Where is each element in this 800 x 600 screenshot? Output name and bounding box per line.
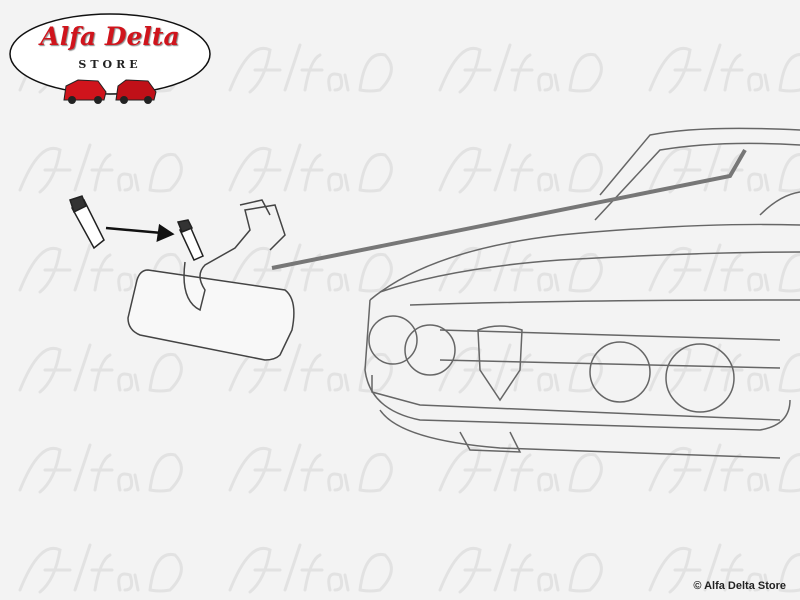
logo-title: Alfa Delta xyxy=(40,22,180,51)
store-logo[interactable]: Alfa Delta STORE xyxy=(8,8,212,104)
car-icon xyxy=(63,79,157,104)
copyright-notice: © Alfa Delta Store xyxy=(693,580,786,592)
car-illustration xyxy=(364,127,800,459)
logo-subtitle: STORE xyxy=(78,58,142,71)
screw-icon xyxy=(176,219,204,261)
arrow-icon xyxy=(105,223,175,243)
rear-view-mirror xyxy=(127,199,295,361)
screw-icon xyxy=(69,195,105,250)
logo-oval xyxy=(9,13,211,104)
pointer-line xyxy=(271,149,747,270)
